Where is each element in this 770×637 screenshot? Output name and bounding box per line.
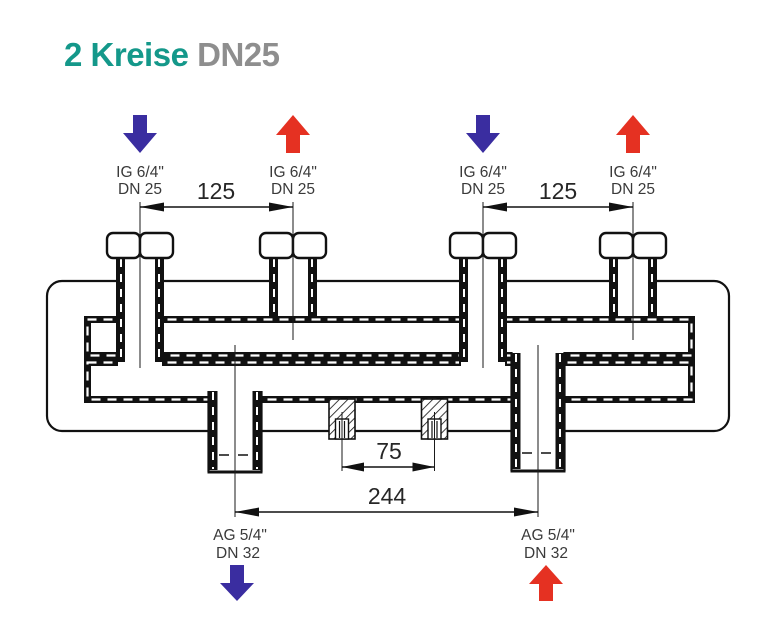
title-circuits: 2 Kreise bbox=[64, 36, 189, 73]
flow-arrow-down-icon bbox=[123, 115, 157, 153]
connection-size-label: IG 6/4" bbox=[609, 164, 657, 181]
lower-chamber bbox=[84, 359, 695, 403]
dimension-125-right: 125 bbox=[483, 178, 633, 212]
hex-nut-3 bbox=[448, 231, 518, 260]
dimension-value: 244 bbox=[368, 483, 407, 509]
connection-labels: IG 6/4" DN 25 IG 6/4" DN 25 IG 6/4" DN 2… bbox=[116, 164, 657, 562]
connection-size-label: IG 6/4" bbox=[116, 164, 164, 181]
connection-dn-label: DN 25 bbox=[461, 181, 505, 198]
hex-nut-1 bbox=[105, 231, 175, 260]
connection-size-label: IG 6/4" bbox=[269, 164, 317, 181]
page-title: 2 Kreise DN25 bbox=[64, 36, 280, 74]
connection-size-label: AG 5/4" bbox=[521, 527, 575, 544]
connection-dn-label: DN 25 bbox=[118, 181, 162, 198]
connection-dn-label: DN 32 bbox=[216, 545, 260, 562]
dimension-value: 75 bbox=[376, 438, 402, 464]
upper-chamber bbox=[84, 316, 695, 359]
dimension-value: 125 bbox=[539, 178, 577, 204]
flow-arrow-down-icon bbox=[466, 115, 500, 153]
connection-size-label: AG 5/4" bbox=[213, 527, 267, 544]
dimension-75: 75 bbox=[342, 438, 435, 472]
flow-arrow-down-icon bbox=[220, 565, 254, 601]
dimension-244: 244 bbox=[235, 483, 538, 517]
connection-size-label: IG 6/4" bbox=[459, 164, 507, 181]
connection-dn-label: DN 25 bbox=[271, 181, 315, 198]
dimension-value: 125 bbox=[197, 178, 235, 204]
flow-arrow-up-icon bbox=[276, 115, 310, 153]
hex-nut-4 bbox=[598, 231, 668, 260]
connection-dn-label: DN 25 bbox=[611, 181, 655, 198]
flow-arrow-up-icon bbox=[616, 115, 650, 153]
connection-dn-label: DN 32 bbox=[524, 545, 568, 562]
title-dn-size: DN25 bbox=[197, 36, 280, 73]
flow-arrow-up-icon bbox=[529, 565, 563, 601]
center-lines bbox=[139, 202, 634, 517]
dimension-125-left: 125 bbox=[140, 178, 293, 212]
